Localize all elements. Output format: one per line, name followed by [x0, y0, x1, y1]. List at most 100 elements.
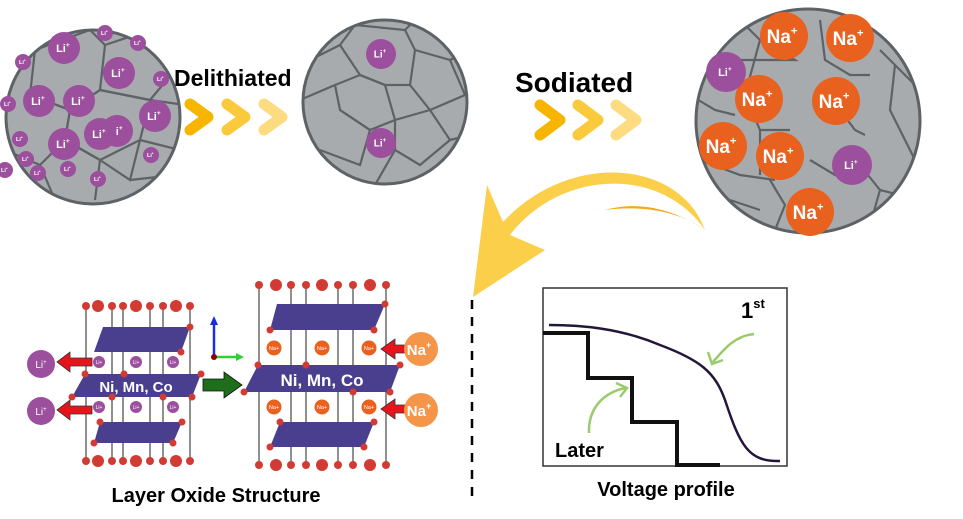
delithiated-particle: Li+Li+ [301, 18, 469, 186]
na-ion-small-label: Na+ [364, 346, 374, 352]
na-ion-label: Na+ [833, 27, 864, 50]
chevron-icon [610, 99, 642, 141]
na-ion-small-label: Na+ [269, 405, 279, 411]
arrowhead-icon [615, 381, 629, 398]
li-ion-small [12, 131, 28, 147]
li-ion-small-label: Li+ [19, 59, 26, 66]
li-ion [27, 397, 55, 425]
oxygen-atom [255, 461, 263, 469]
na-ion [756, 132, 804, 180]
oxygen-atom [364, 459, 376, 471]
li-ion [139, 100, 171, 132]
voltage-plot-frame [542, 287, 788, 467]
li-ion [103, 57, 135, 89]
oxygen-atom [92, 455, 104, 467]
li-ion-label: Li+ [718, 66, 732, 79]
layer-oxide-na: Ni, Mn, Co Na+Na+Na+Na+Na+Na+ [240, 279, 404, 471]
interlayer-na-ions: Na+Na+Na+Na+Na+Na+ [266, 340, 377, 415]
li-ion-small [60, 161, 76, 177]
oxygen-atom [386, 388, 394, 396]
oxygen-atom [186, 323, 194, 331]
na-ion-small [314, 340, 330, 356]
li-ion-small-label: Li+ [170, 405, 177, 411]
na-ion-small-label: Na+ [317, 346, 327, 352]
sodiated-label: Sodiated [515, 67, 633, 98]
layer-label: Ni, Mn, Co [280, 371, 363, 390]
later-helper-arrow [587, 386, 627, 434]
oxygen-atom [177, 348, 185, 356]
sodiated-particle: Na+Na+Na+Na+Na+Na+Na+Li+Li+ [694, 7, 922, 236]
li-ion [832, 145, 872, 185]
oxygen-atom [170, 455, 182, 467]
oxygen-atom [316, 459, 328, 471]
li-ion-label: Li+ [71, 95, 85, 108]
z-axis-icon [210, 316, 218, 325]
li-ion-small-label: Li+ [4, 101, 11, 108]
oxygen-atom [90, 439, 98, 447]
li-ion-small [130, 356, 142, 368]
li-ion-small-label: Li+ [16, 136, 23, 143]
oxygen-atom [81, 370, 89, 378]
delithiated-li-ions: Li+Li+ [366, 39, 396, 158]
oxygen-atom [360, 443, 368, 451]
li-ion-small [143, 147, 159, 163]
li-ion-small [167, 401, 179, 413]
chevron-icon [534, 99, 566, 141]
later-label: Later [555, 440, 604, 462]
li-ion [23, 85, 55, 117]
na-ion [404, 332, 438, 366]
oxygen-atom [108, 393, 116, 401]
oxygen-atom [169, 439, 177, 447]
oxygen-atom [240, 388, 248, 396]
chevron-icon [184, 98, 214, 136]
li-ion-small-label: Li+ [157, 76, 164, 83]
chevron-icon [258, 98, 288, 136]
voltage-profile-panel: 1st Later Voltage profile [542, 287, 788, 501]
curved-arrow [473, 172, 705, 297]
x-axis-icon [236, 353, 244, 361]
oxygen-atom [287, 281, 295, 289]
oxygen-atom [170, 300, 182, 312]
li-ion-label: Li+ [56, 42, 70, 55]
transition-metal-layer [94, 422, 182, 443]
li-ion-small-label: Li+ [170, 360, 177, 366]
first-cycle-label: 1st [741, 296, 765, 323]
na-ion-label: Na+ [767, 25, 798, 48]
li-ion-small [167, 356, 179, 368]
na-ion [812, 77, 860, 125]
na-ion-small [314, 399, 330, 415]
li-ion-small [90, 171, 106, 187]
na-ion [760, 12, 808, 60]
oxygen-atom [370, 418, 378, 426]
oxygen-atom [334, 461, 342, 469]
structure-caption: Layer Oxide Structure [112, 485, 321, 507]
oxygen-atom [188, 393, 196, 401]
pristine-li-ions: Li+Li+Li+Li+Li+Li+Li+Li+Li+Li+Li+Li+Li+L… [0, 25, 171, 187]
oxygen-atom [396, 361, 404, 369]
green-arrow-icon [202, 371, 243, 399]
li-extraction: Li+ Li+ [27, 350, 93, 425]
oxygen-atom [349, 388, 357, 396]
oxygen-atom [92, 300, 104, 312]
oxygen-atom [130, 455, 142, 467]
oxygen-atom [186, 457, 194, 465]
na-ion-small [361, 340, 377, 356]
axes-indicator [210, 316, 244, 361]
red-arrow-icon [56, 351, 93, 373]
li-ion [63, 85, 95, 117]
li-ion-label: Li+ [92, 128, 106, 141]
layer-oxide-li: Ni, Mn, Co Li+Li+Li+Li+Li+Li+ [68, 300, 205, 467]
oxygen-atom [302, 281, 310, 289]
oxygen-atom [276, 418, 284, 426]
oxygen-atom [108, 457, 116, 465]
na-ion-small-label: Na+ [317, 405, 327, 411]
oxygen-atom [130, 300, 142, 312]
oxygen-atom [382, 461, 390, 469]
oxygen-atom [119, 302, 127, 310]
origin-icon [211, 354, 217, 360]
oxygen-atom [266, 326, 274, 334]
li-ion-label: Li+ [31, 95, 45, 108]
oxygen-atom [270, 279, 282, 291]
first-cycle-curve [548, 323, 781, 463]
na-ion-label: Na+ [407, 340, 431, 359]
